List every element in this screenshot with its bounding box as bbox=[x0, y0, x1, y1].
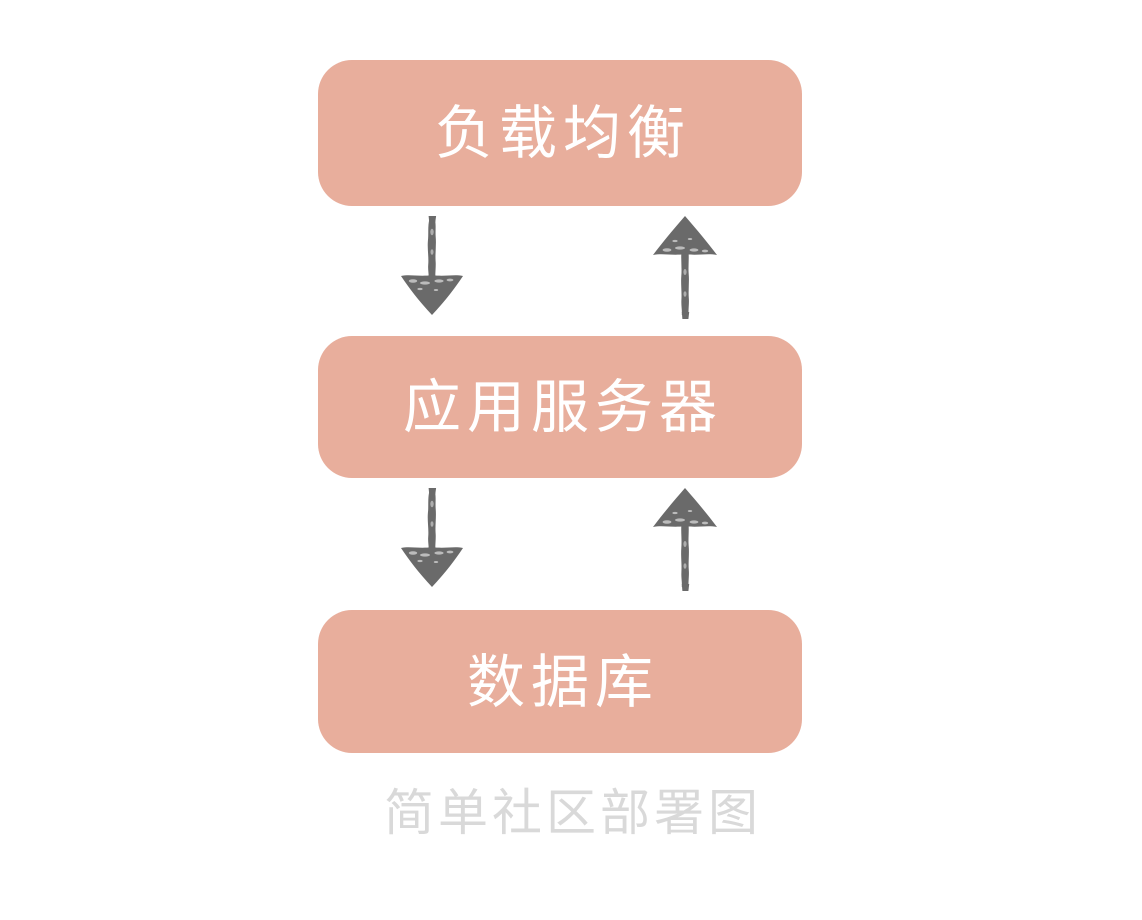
diagram-caption: 简单社区部署图 bbox=[384, 784, 762, 842]
arrow-down-app-to-db bbox=[392, 482, 472, 594]
arrow-up-app-to-lb bbox=[645, 210, 725, 322]
node-database-label: 数据库 bbox=[466, 647, 659, 716]
node-load-balancer-label: 负载均衡 bbox=[434, 99, 691, 167]
node-load-balancer[interactable]: 负载均衡 bbox=[318, 60, 802, 206]
node-database[interactable]: 数据库 bbox=[318, 610, 802, 753]
arrow-up-db-to-app bbox=[645, 482, 725, 594]
node-app-server-label: 应用服务器 bbox=[402, 373, 723, 441]
arrow-down-lb-to-app bbox=[392, 210, 472, 322]
node-app-server[interactable]: 应用服务器 bbox=[318, 336, 802, 478]
